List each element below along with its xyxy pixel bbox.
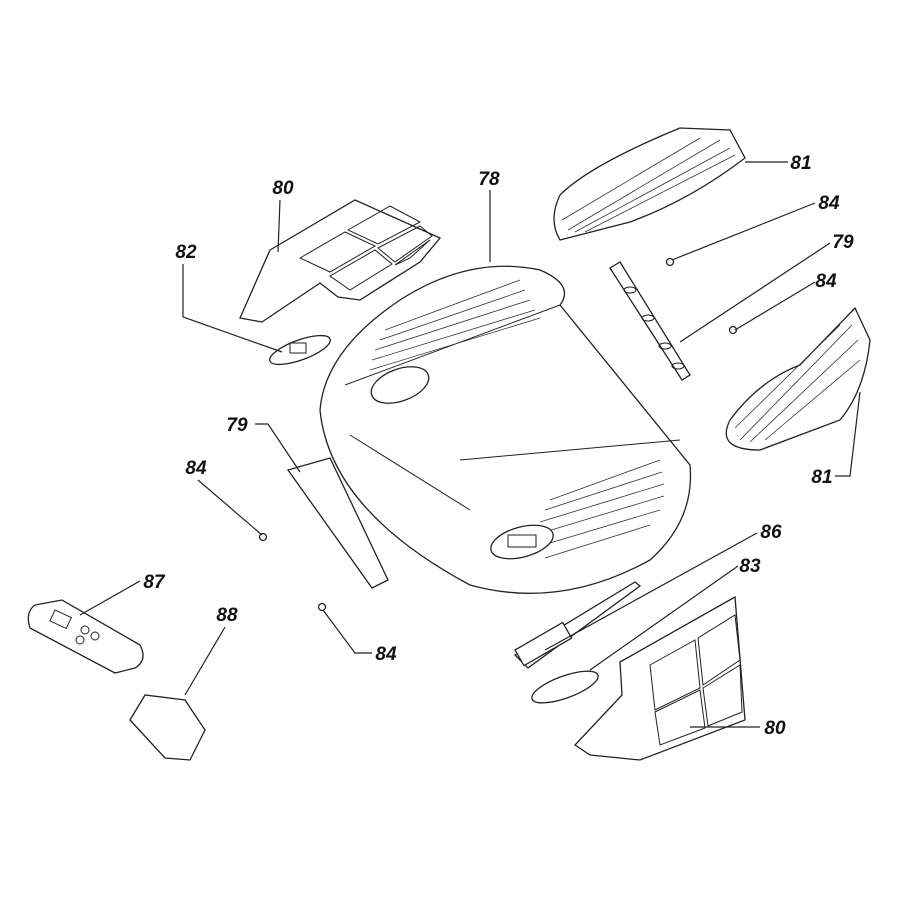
callout-label: 80 <box>272 178 294 199</box>
leader-lines <box>79 161 861 728</box>
screw-icon <box>317 602 327 612</box>
remote-holder <box>129 694 206 761</box>
callout-label: 79 <box>226 415 248 436</box>
screw-icon <box>665 257 675 267</box>
callout-label: 84 <box>185 458 207 479</box>
callout-label: 79 <box>832 232 854 253</box>
callout-label: 81 <box>811 467 832 488</box>
grille-lower-right <box>725 306 871 451</box>
filter-frame-bottom-right <box>574 595 746 761</box>
callout-label: 84 <box>375 644 397 665</box>
callout-label: 78 <box>478 169 500 190</box>
callout-label: 88 <box>216 605 238 626</box>
callout-label: 83 <box>739 556 761 577</box>
remote-control <box>27 599 144 674</box>
callout-label: 81 <box>790 153 811 174</box>
vent-louver-left <box>286 457 389 589</box>
callout-label: 84 <box>815 271 837 292</box>
callout-label: 80 <box>764 718 786 739</box>
callout-label: 82 <box>175 242 197 263</box>
screw-icon <box>728 325 738 335</box>
callout-label: 84 <box>818 193 840 214</box>
callout-label: 86 <box>760 522 782 543</box>
screw-icon <box>258 532 268 542</box>
lens-82 <box>269 334 331 366</box>
display-board <box>513 581 642 669</box>
vent-louver-right <box>609 261 691 381</box>
main-cover <box>319 265 692 594</box>
lens-83 <box>531 670 599 704</box>
grille-top-right <box>553 127 746 241</box>
callout-label: 87 <box>143 572 166 593</box>
filter-frame-top-left <box>239 199 442 323</box>
